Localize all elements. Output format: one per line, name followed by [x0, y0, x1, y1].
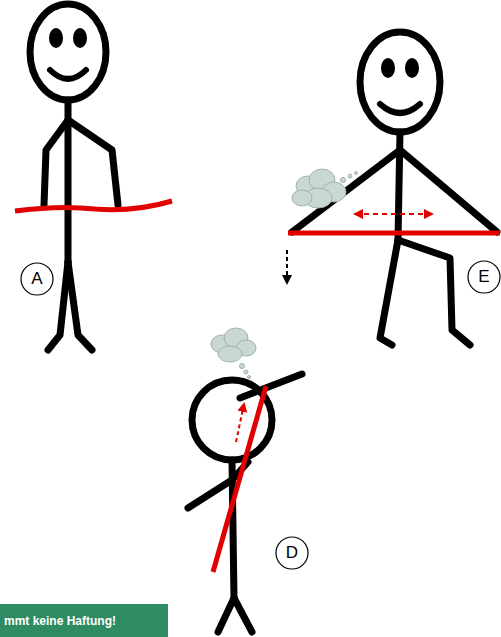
figure-letter: D [275, 536, 309, 570]
red-band [288, 231, 500, 236]
circle-outline [468, 261, 500, 293]
stick-figure [30, 4, 118, 350]
figure-letter: E [467, 260, 501, 294]
disclaimer-text: mmt keine Haftung! [4, 614, 116, 628]
leg [380, 240, 398, 345]
arm [44, 120, 68, 205]
smile [50, 70, 86, 79]
arm [68, 120, 118, 205]
text-holder: A [20, 262, 54, 296]
figure-letter: A [20, 262, 54, 296]
thought-cloud [211, 328, 256, 379]
down-arrow [286, 250, 288, 283]
text-holder: E [467, 260, 501, 294]
text-holder: mmt keine Haftung! [0, 604, 168, 637]
thought-cloud [292, 169, 358, 208]
banner-fill [0, 604, 168, 637]
arm [400, 150, 497, 232]
head [30, 4, 106, 100]
arm [240, 374, 302, 398]
circle-outline [276, 537, 308, 569]
eye [405, 58, 419, 78]
eye [73, 28, 87, 48]
circle-outline [21, 263, 53, 295]
leg [68, 262, 92, 350]
text-holder: D [275, 536, 309, 570]
stick-figure [188, 374, 302, 632]
up-arrow [236, 404, 244, 442]
arm [292, 150, 400, 232]
disclaimer-banner: mmt keine Haftung! [0, 604, 168, 637]
stretch-arrow [355, 213, 432, 215]
leg [218, 598, 234, 632]
figure-label: D [286, 543, 298, 563]
smile [380, 104, 420, 113]
leg [398, 240, 470, 345]
stick-figure [292, 32, 497, 345]
eye [49, 28, 63, 48]
head [360, 32, 440, 132]
eye [381, 58, 395, 78]
leg [234, 598, 252, 632]
red-band [213, 386, 266, 572]
red-band [15, 201, 172, 211]
figure-label: A [31, 269, 42, 289]
figure-label: E [478, 267, 489, 287]
